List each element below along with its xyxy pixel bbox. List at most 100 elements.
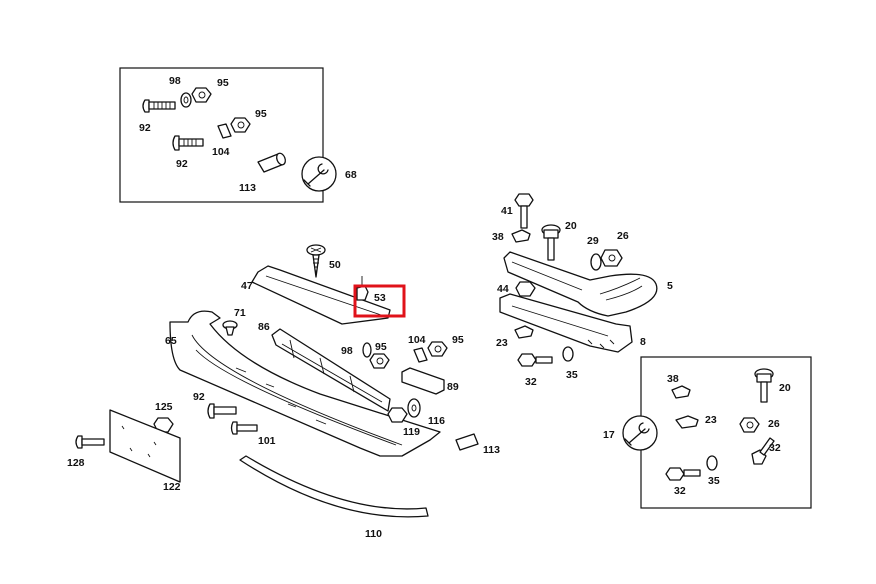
- bolt-32-lower: [665, 467, 701, 481]
- label-65: 65: [165, 335, 177, 347]
- clip-23-upper: [514, 325, 534, 339]
- label-38: 38: [492, 231, 504, 243]
- label-128: 128: [67, 457, 85, 469]
- clip-104-center: [413, 347, 428, 363]
- bolt-92-upper: [142, 99, 176, 113]
- bolt-92-lower: [172, 135, 204, 151]
- label-104: 104: [212, 146, 230, 158]
- label-26: 26: [617, 230, 629, 242]
- spacer-113-center: [455, 433, 479, 451]
- washer-98: [180, 92, 192, 108]
- inset-bottom-right: [622, 356, 812, 509]
- label-113: 113: [483, 444, 500, 456]
- label-26: 26: [768, 418, 780, 430]
- washer-98-center: [362, 342, 372, 358]
- label-32: 32: [674, 485, 686, 497]
- plate-bracket-122: [109, 409, 181, 483]
- label-50: 50: [329, 259, 341, 271]
- bolt-20-upper: [541, 224, 561, 261]
- label-101: 101: [258, 435, 276, 447]
- label-35: 35: [708, 475, 720, 487]
- nut-95-center: [369, 353, 390, 369]
- screw-50: [306, 244, 326, 278]
- label-17: 17: [603, 429, 615, 441]
- label-5: 5: [667, 280, 673, 292]
- label-95: 95: [452, 334, 464, 346]
- wrench-icon: [301, 156, 337, 192]
- bumper-65: [169, 310, 441, 457]
- rubber-strip-110: [239, 455, 429, 518]
- label-92: 92: [193, 391, 205, 403]
- label-92: 92: [176, 158, 188, 170]
- inset-top-left: [119, 67, 337, 203]
- bracket-89: [401, 367, 445, 395]
- label-125: 125: [155, 401, 173, 413]
- label-95: 95: [217, 77, 229, 89]
- part-labels: 98 95 92 95 92 104 113 68 50 47 53 71 65…: [67, 75, 791, 540]
- label-20: 20: [565, 220, 577, 232]
- inset-top-left-frame: [119, 67, 324, 203]
- clip-38-upper: [511, 229, 531, 243]
- label-41: 41: [501, 205, 513, 217]
- lower-bracket-8: [499, 293, 633, 353]
- clip-53: [356, 276, 369, 301]
- nut-119: [387, 407, 408, 423]
- label-47: 47: [241, 280, 253, 292]
- label-122: 122: [163, 481, 181, 493]
- label-119: 119: [403, 426, 420, 438]
- label-95: 95: [375, 341, 387, 353]
- label-8: 8: [640, 336, 646, 348]
- label-68: 68: [345, 169, 357, 181]
- label-71: 71: [234, 307, 246, 319]
- label-113: 113: [239, 182, 256, 194]
- clip-104: [217, 123, 232, 139]
- nut-26-lower: [739, 417, 760, 433]
- label-98: 98: [169, 75, 181, 87]
- wrench-icon-17: [622, 415, 658, 451]
- spacer-113: [257, 152, 286, 173]
- label-20: 20: [779, 382, 791, 394]
- label-32: 32: [525, 376, 537, 388]
- label-98: 98: [341, 345, 353, 357]
- bolt-41: [514, 193, 534, 229]
- label-86: 86: [258, 321, 270, 333]
- label-89: 89: [447, 381, 459, 393]
- washer-116: [407, 398, 421, 418]
- label-23: 23: [705, 414, 717, 426]
- label-53: 53: [374, 292, 386, 304]
- label-35: 35: [566, 369, 578, 381]
- label-95: 95: [255, 108, 267, 120]
- nut-95-upper: [191, 87, 212, 103]
- label-29: 29: [587, 235, 599, 247]
- label-110: 110: [365, 528, 382, 540]
- bolt-32-upper: [517, 353, 553, 367]
- label-116: 116: [428, 415, 445, 427]
- label-38: 38: [667, 373, 679, 385]
- label-92: 92: [139, 122, 151, 134]
- label-32: 32: [769, 442, 781, 454]
- highlight-box-53: [353, 284, 406, 318]
- nut-26-upper: [600, 249, 623, 267]
- nut-95-lower: [230, 117, 251, 133]
- bolt-101: [230, 421, 258, 435]
- nut-95-right: [427, 341, 448, 357]
- label-44: 44: [497, 283, 509, 295]
- label-104: 104: [408, 334, 426, 346]
- nut-44: [515, 281, 536, 297]
- clip-23-lower: [675, 415, 699, 429]
- bolt-128: [75, 435, 105, 449]
- bracket-86: [271, 328, 391, 412]
- bolt-20-lower: [754, 368, 774, 403]
- side-bracket-5: [503, 251, 658, 317]
- bolt-92-center: [207, 403, 237, 419]
- washer-29: [590, 253, 602, 271]
- bolt-32-diagonal: [751, 437, 775, 465]
- clip-38-lower: [671, 385, 691, 399]
- label-23: 23: [496, 337, 508, 349]
- nut-125: [153, 417, 174, 433]
- rivet-71: [222, 320, 238, 336]
- washer-35-upper: [562, 346, 574, 362]
- washer-35-lower: [706, 455, 718, 471]
